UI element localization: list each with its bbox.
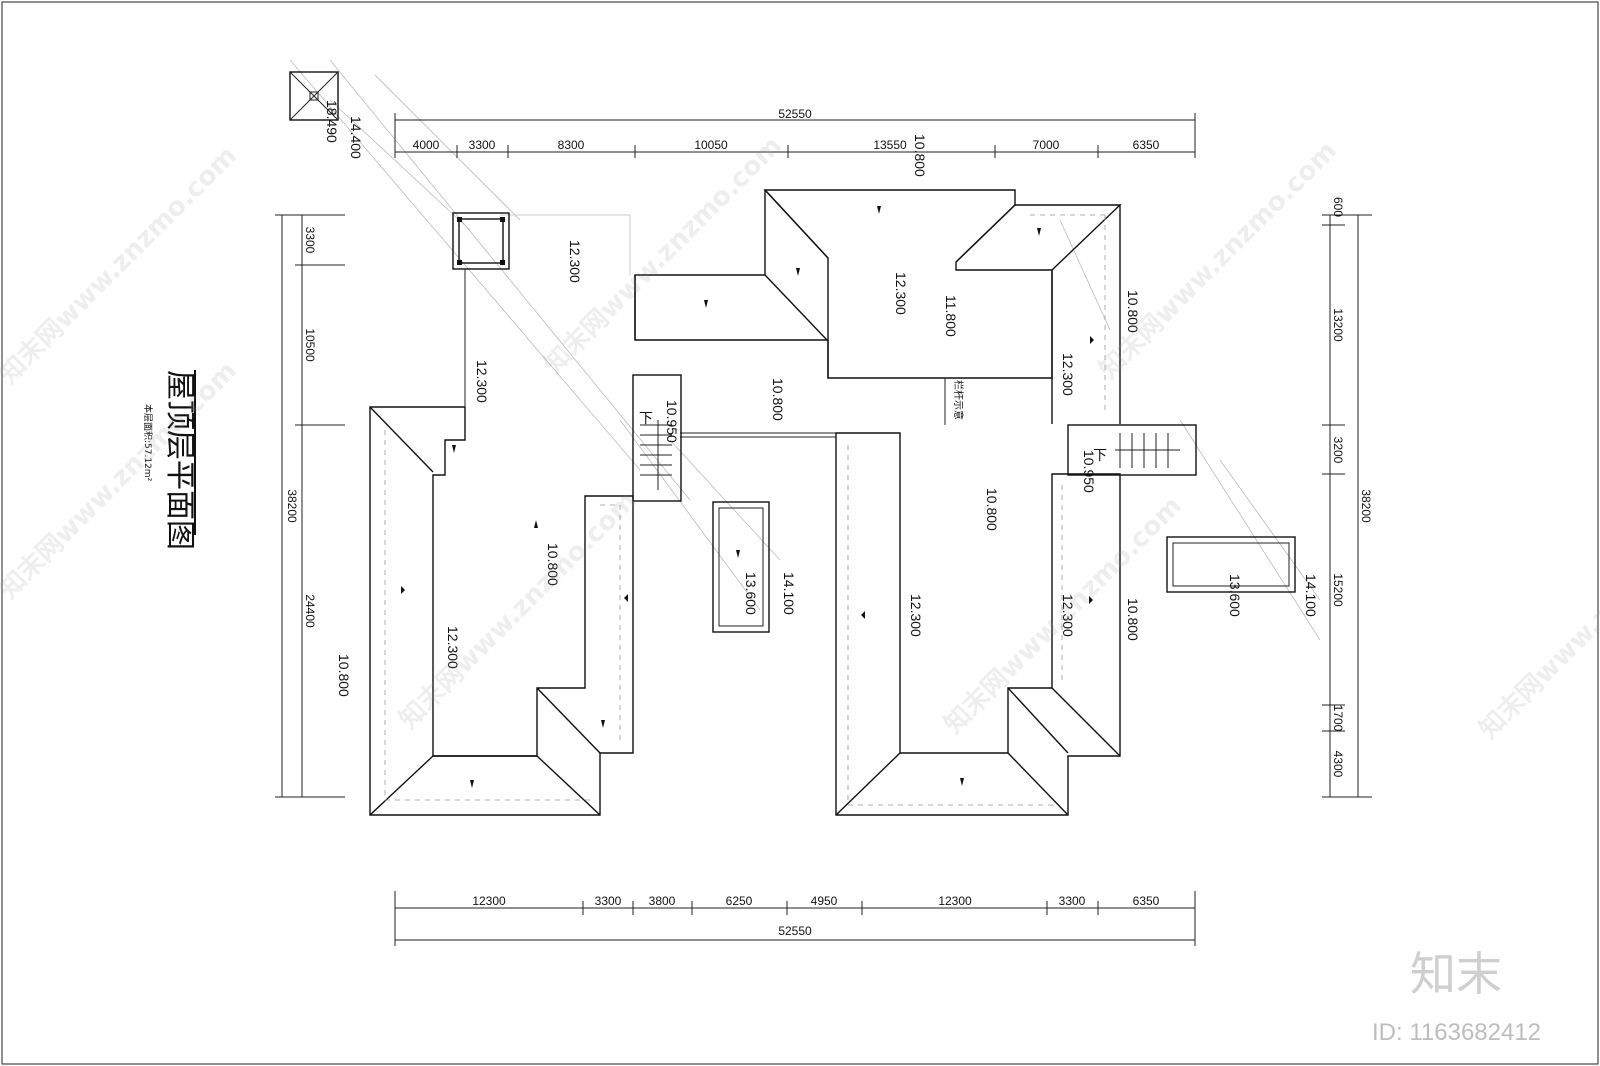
watermark-text: 知末网www.znzmo.com <box>1094 136 1343 385</box>
elev-12300: 12.300 <box>445 626 461 669</box>
elev-14400: 14.400 <box>348 116 364 159</box>
stair-left <box>632 374 682 502</box>
dim-right-total: 38200 <box>1359 489 1373 523</box>
watermark-text: 知末网www.znzmo.com <box>0 141 243 390</box>
roof-left-wing <box>369 269 634 816</box>
railing-note: 栏杆示意 <box>952 380 965 420</box>
dim-bottom-total: 52550 <box>778 924 812 938</box>
dim-top-seg: 10050 <box>694 138 728 152</box>
dim-left-seg: 10500 <box>303 328 317 362</box>
dim-bottom-seg: 4950 <box>811 894 838 908</box>
skylight-rect-left <box>712 501 770 633</box>
elev-10800: 10.800 <box>545 543 561 586</box>
watermark-text: 知末网www.znzmo.com <box>939 491 1188 740</box>
dim-bottom-seg: 3300 <box>1059 894 1086 908</box>
elev-10800: 10.800 <box>984 488 1000 531</box>
elev-12300: 12.300 <box>908 594 924 637</box>
drawing-title: 屋顶层平面图 <box>162 370 197 550</box>
dim-top-seg: 13550 <box>873 138 907 152</box>
dim-bottom-seg: 3300 <box>595 894 622 908</box>
skylight-rect-right <box>1166 536 1296 593</box>
dim-right-seg: 4300 <box>1331 751 1345 778</box>
dim-bottom-seg: 6350 <box>1133 894 1160 908</box>
dim-top-seg: 6350 <box>1133 138 1160 152</box>
pyramid-roof-small <box>289 71 339 121</box>
roof-connector-band <box>634 274 829 341</box>
dim-right-seg: 1700 <box>1331 705 1345 732</box>
dim-top-seg: 7000 <box>1033 138 1060 152</box>
elev-14100: 14.100 <box>781 572 797 615</box>
dim-top-seg: 8300 <box>558 138 585 152</box>
image-id-watermark: ID: 1163682412 <box>1372 1019 1541 1046</box>
roof-central-block <box>763 189 1053 379</box>
dim-right-seg: 15200 <box>1331 573 1345 607</box>
elev-13600: 13.600 <box>1227 574 1243 617</box>
area-note: 本层面积:57.12m² <box>142 404 154 482</box>
elev-10800: 10.800 <box>1125 598 1141 641</box>
dim-top-seg: 3300 <box>469 138 496 152</box>
dim-left-seg: 24400 <box>303 594 317 628</box>
elev-10800: 10.800 <box>912 134 928 177</box>
watermark-text: 知末网www.znzmo.com <box>0 356 243 605</box>
dim-bottom-seg: 12300 <box>938 894 972 908</box>
watermark-text: 知末网www.znzmo.com <box>394 486 643 735</box>
dimension-lines <box>275 113 1372 946</box>
dim-top-seg: 4000 <box>413 138 440 152</box>
stair-down-mark-left: 下 <box>639 410 653 426</box>
elev-10800: 10.800 <box>770 378 786 421</box>
elev-10950: 10.950 <box>664 400 680 443</box>
stair-right <box>1067 424 1197 476</box>
construction-lines <box>289 59 1321 641</box>
elev-18490: 18.490 <box>324 100 340 143</box>
elev-12300: 12.300 <box>1060 594 1076 637</box>
brand-watermark: 知末 <box>1410 947 1502 1001</box>
elev-12300: 12.300 <box>474 360 490 403</box>
skylight-box <box>452 212 510 270</box>
elev-12300: 12.300 <box>893 272 909 315</box>
dim-right-seg: 600 <box>1331 197 1345 217</box>
dim-right-seg: 13200 <box>1331 308 1345 342</box>
dim-left-total: 38200 <box>285 489 299 523</box>
dim-right-seg: 3200 <box>1331 437 1345 464</box>
elev-11800: 11.800 <box>943 295 959 337</box>
elev-13600: 13.600 <box>743 572 759 615</box>
dim-left-seg: 3300 <box>303 227 317 254</box>
elev-10950: 10.950 <box>1081 450 1097 493</box>
dim-bottom-seg: 12300 <box>472 894 506 908</box>
dim-bottom-seg: 3800 <box>649 894 676 908</box>
watermark-layer: 知末网www.znzmo.com 知末网www.znzmo.com 知末网www… <box>0 131 1600 745</box>
slope-arrows <box>401 206 1094 788</box>
dim-bottom-seg: 6250 <box>726 894 753 908</box>
elev-10800: 10.800 <box>336 654 352 697</box>
elev-12300: 12.300 <box>567 240 583 283</box>
roof-right-wing <box>680 432 1121 816</box>
elev-12300: 12.300 <box>1060 353 1076 396</box>
watermark-text: 知末网www.znzmo.com <box>1474 496 1600 745</box>
elev-14100: 14.100 <box>1303 574 1319 617</box>
stair-down-mark-right: 下 <box>1093 447 1107 463</box>
dim-top-total: 52550 <box>778 107 812 121</box>
elev-10800: 10.800 <box>1125 290 1141 333</box>
roof-right-top-hip <box>1015 204 1122 424</box>
